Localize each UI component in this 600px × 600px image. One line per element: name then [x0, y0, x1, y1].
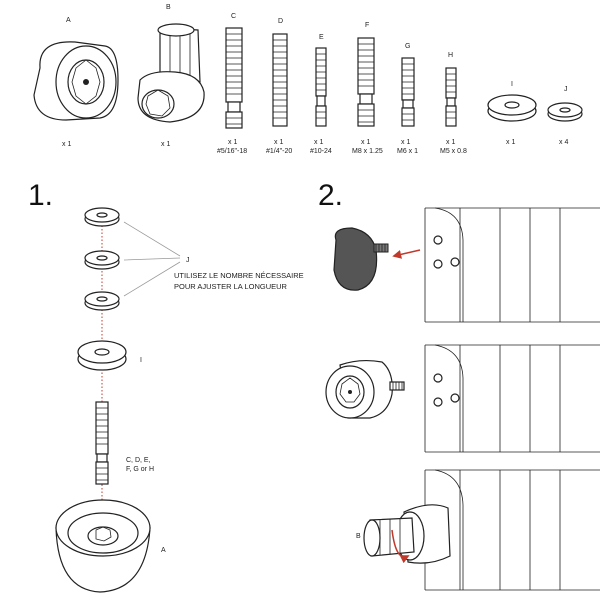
part-c-spec: #5/16"-18	[217, 148, 247, 155]
assembled-cup	[325, 359, 405, 419]
washer-j-2	[84, 250, 120, 270]
base-cup-a	[55, 499, 151, 593]
part-d: D x 1 #1/4"-20	[266, 18, 292, 155]
part-f-letter: F	[365, 22, 369, 29]
part-a-letter: A	[66, 17, 71, 24]
radiator-panel-2	[325, 344, 600, 453]
tool-b-label: B	[356, 533, 361, 540]
rotate-arrow	[391, 529, 410, 564]
tool-b-in-use	[363, 517, 415, 557]
remove-arrow	[392, 249, 421, 259]
radiator-panel-3: B	[356, 469, 600, 591]
length-note-line2: POUR AJUSTER LA LONGUEUR	[174, 282, 288, 291]
part-e-spec: #10-24	[310, 148, 332, 155]
part-i: I x 1	[487, 81, 537, 146]
part-h-qty: x 1	[446, 139, 455, 146]
part-f-spec: M8 x 1.25	[352, 148, 383, 155]
bolt-label-line2: F, G or H	[126, 466, 154, 473]
part-g-qty: x 1	[401, 139, 410, 146]
washer-j-3	[84, 291, 120, 311]
knob-removed	[333, 227, 389, 291]
part-b-qty: x 1	[161, 141, 170, 148]
part-g-letter: G	[405, 43, 410, 50]
part-a-qty: x 1	[62, 141, 71, 148]
part-j: J x 4	[547, 86, 583, 146]
step-1: 1. J UTILISEZ LE NOMBRE NÉCESSAIRE POUR …	[28, 179, 304, 593]
part-d-qty: x 1	[274, 139, 283, 146]
part-f: F x 1 M8 x 1.25	[352, 22, 383, 155]
step-2-number: 2.	[318, 179, 343, 212]
washer-j-label: J	[186, 257, 190, 264]
step-2: 2.	[318, 179, 600, 591]
washer-j-1	[84, 207, 120, 227]
part-c: C x 1 #5/16"-18	[217, 13, 247, 155]
bolt-label-line1: C, D, E,	[126, 457, 151, 464]
part-b-letter: B	[166, 4, 171, 11]
part-a: A x 1	[33, 17, 119, 148]
part-e: E x 1 #10-24	[310, 34, 332, 155]
step-1-number: 1.	[28, 179, 53, 212]
part-g-spec: M6 x 1	[397, 148, 418, 155]
threaded-bolt	[95, 401, 109, 485]
part-e-letter: E	[319, 34, 324, 41]
radiator-panel-1	[333, 207, 600, 323]
length-note-line1: UTILISEZ LE NOMBRE NÉCESSAIRE	[174, 271, 304, 280]
part-f-qty: x 1	[361, 139, 370, 146]
part-j-letter: J	[564, 86, 568, 93]
part-h: H x 1 M5 x 0.8	[440, 52, 467, 155]
part-e-qty: x 1	[314, 139, 323, 146]
part-c-letter: C	[231, 13, 236, 20]
part-d-spec: #1/4"-20	[266, 148, 292, 155]
part-b: B x 1	[137, 4, 205, 148]
part-j-qty: x 4	[559, 139, 568, 146]
part-i-qty: x 1	[506, 139, 515, 146]
part-d-letter: D	[278, 18, 283, 25]
part-g: G x 1 M6 x 1	[397, 43, 418, 155]
part-h-spec: M5 x 0.8	[440, 148, 467, 155]
part-h-letter: H	[448, 52, 453, 59]
base-label: A	[161, 547, 166, 554]
washer-i-label: I	[140, 357, 142, 364]
part-i-letter: I	[511, 81, 513, 88]
washer-i	[77, 340, 127, 371]
part-c-qty: x 1	[228, 139, 237, 146]
